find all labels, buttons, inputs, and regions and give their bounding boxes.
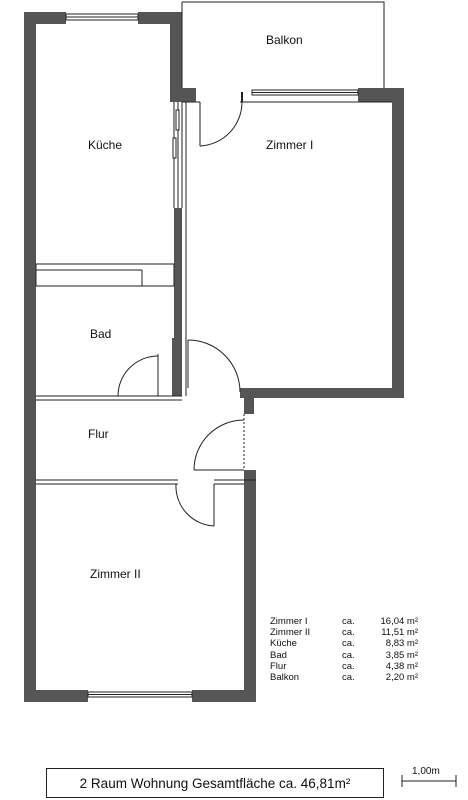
label-balkon: Balkon	[266, 33, 303, 47]
area-name: Zimmer I	[270, 616, 308, 627]
area-value: 2,20 m²	[385, 672, 418, 684]
area-name: Zimmer II	[270, 627, 311, 639]
area-name: Bad	[270, 649, 287, 661]
wall-left	[24, 12, 36, 702]
door-flur-arc	[193, 419, 245, 471]
label-flur: Flur	[88, 427, 109, 441]
wall-top-left	[24, 12, 66, 24]
wall-kitchen-right	[170, 12, 182, 102]
area-row: Balkon ca. 2,20 m²	[270, 672, 418, 683]
area-name: Küche	[270, 638, 297, 650]
label-bad: Bad	[90, 327, 111, 341]
area-row: Zimmer II ca. 11,51 m²	[270, 627, 418, 638]
wall-inner-vertical-lower	[172, 338, 182, 396]
scale-label: 1,00m	[412, 766, 440, 777]
area-ca: ca.	[342, 660, 355, 672]
wall-zimmer1-right	[392, 88, 404, 398]
door-zimmer1-arc	[187, 339, 241, 393]
area-table: Zimmer I ca. 16,04 m² Zimmer II ca. 11,5…	[270, 616, 418, 683]
wall-inner-vertical	[174, 208, 182, 338]
wall-stub	[244, 398, 254, 414]
area-ca: ca.	[342, 627, 355, 639]
door-bad-arc	[117, 355, 159, 397]
area-ca: ca.	[342, 616, 355, 627]
thin-lines	[35, 1, 392, 485]
wall-kitchen-bad	[35, 263, 175, 287]
wall-balcony-connector	[170, 88, 196, 102]
label-kueche: Küche	[88, 138, 122, 152]
doors	[117, 92, 245, 527]
plan-title: 2 Raum Wohnung Gesamtfläche ca. 46,81m²	[46, 768, 384, 798]
wall-zimmer2-right	[244, 470, 256, 702]
wall-bottom-right	[192, 690, 256, 702]
label-zimmer2: Zimmer II	[90, 567, 141, 581]
area-name: Balkon	[270, 672, 300, 684]
wall-zimmer1-bottom	[240, 388, 404, 398]
walls	[24, 12, 404, 702]
area-name: Flur	[270, 660, 287, 672]
area-row: Flur ca. 4,38 m²	[270, 661, 418, 672]
windows	[65, 13, 359, 698]
area-ca: ca.	[342, 672, 355, 684]
area-value: 3,85 m²	[385, 649, 418, 661]
area-value: 16,04 m²	[380, 616, 419, 627]
scale-bar	[401, 775, 457, 787]
balcony-outline	[181, 1, 385, 88]
area-row: Bad ca. 3,85 m²	[270, 650, 418, 661]
area-row: Zimmer I ca. 16,04 m²	[270, 616, 418, 627]
area-ca: ca.	[342, 638, 355, 650]
area-ca: ca.	[342, 649, 355, 661]
door-balcony-arc	[199, 101, 243, 147]
area-value: 11,51 m²	[381, 627, 418, 639]
area-value: 4,38 m²	[385, 660, 418, 672]
label-zimmer1: Zimmer I	[266, 138, 313, 152]
area-row: Küche ca. 8,83 m²	[270, 638, 418, 649]
wall-bottom-left	[24, 690, 88, 702]
door-zimmer2-arc	[175, 483, 215, 527]
area-value: 8,83 m²	[385, 638, 418, 650]
